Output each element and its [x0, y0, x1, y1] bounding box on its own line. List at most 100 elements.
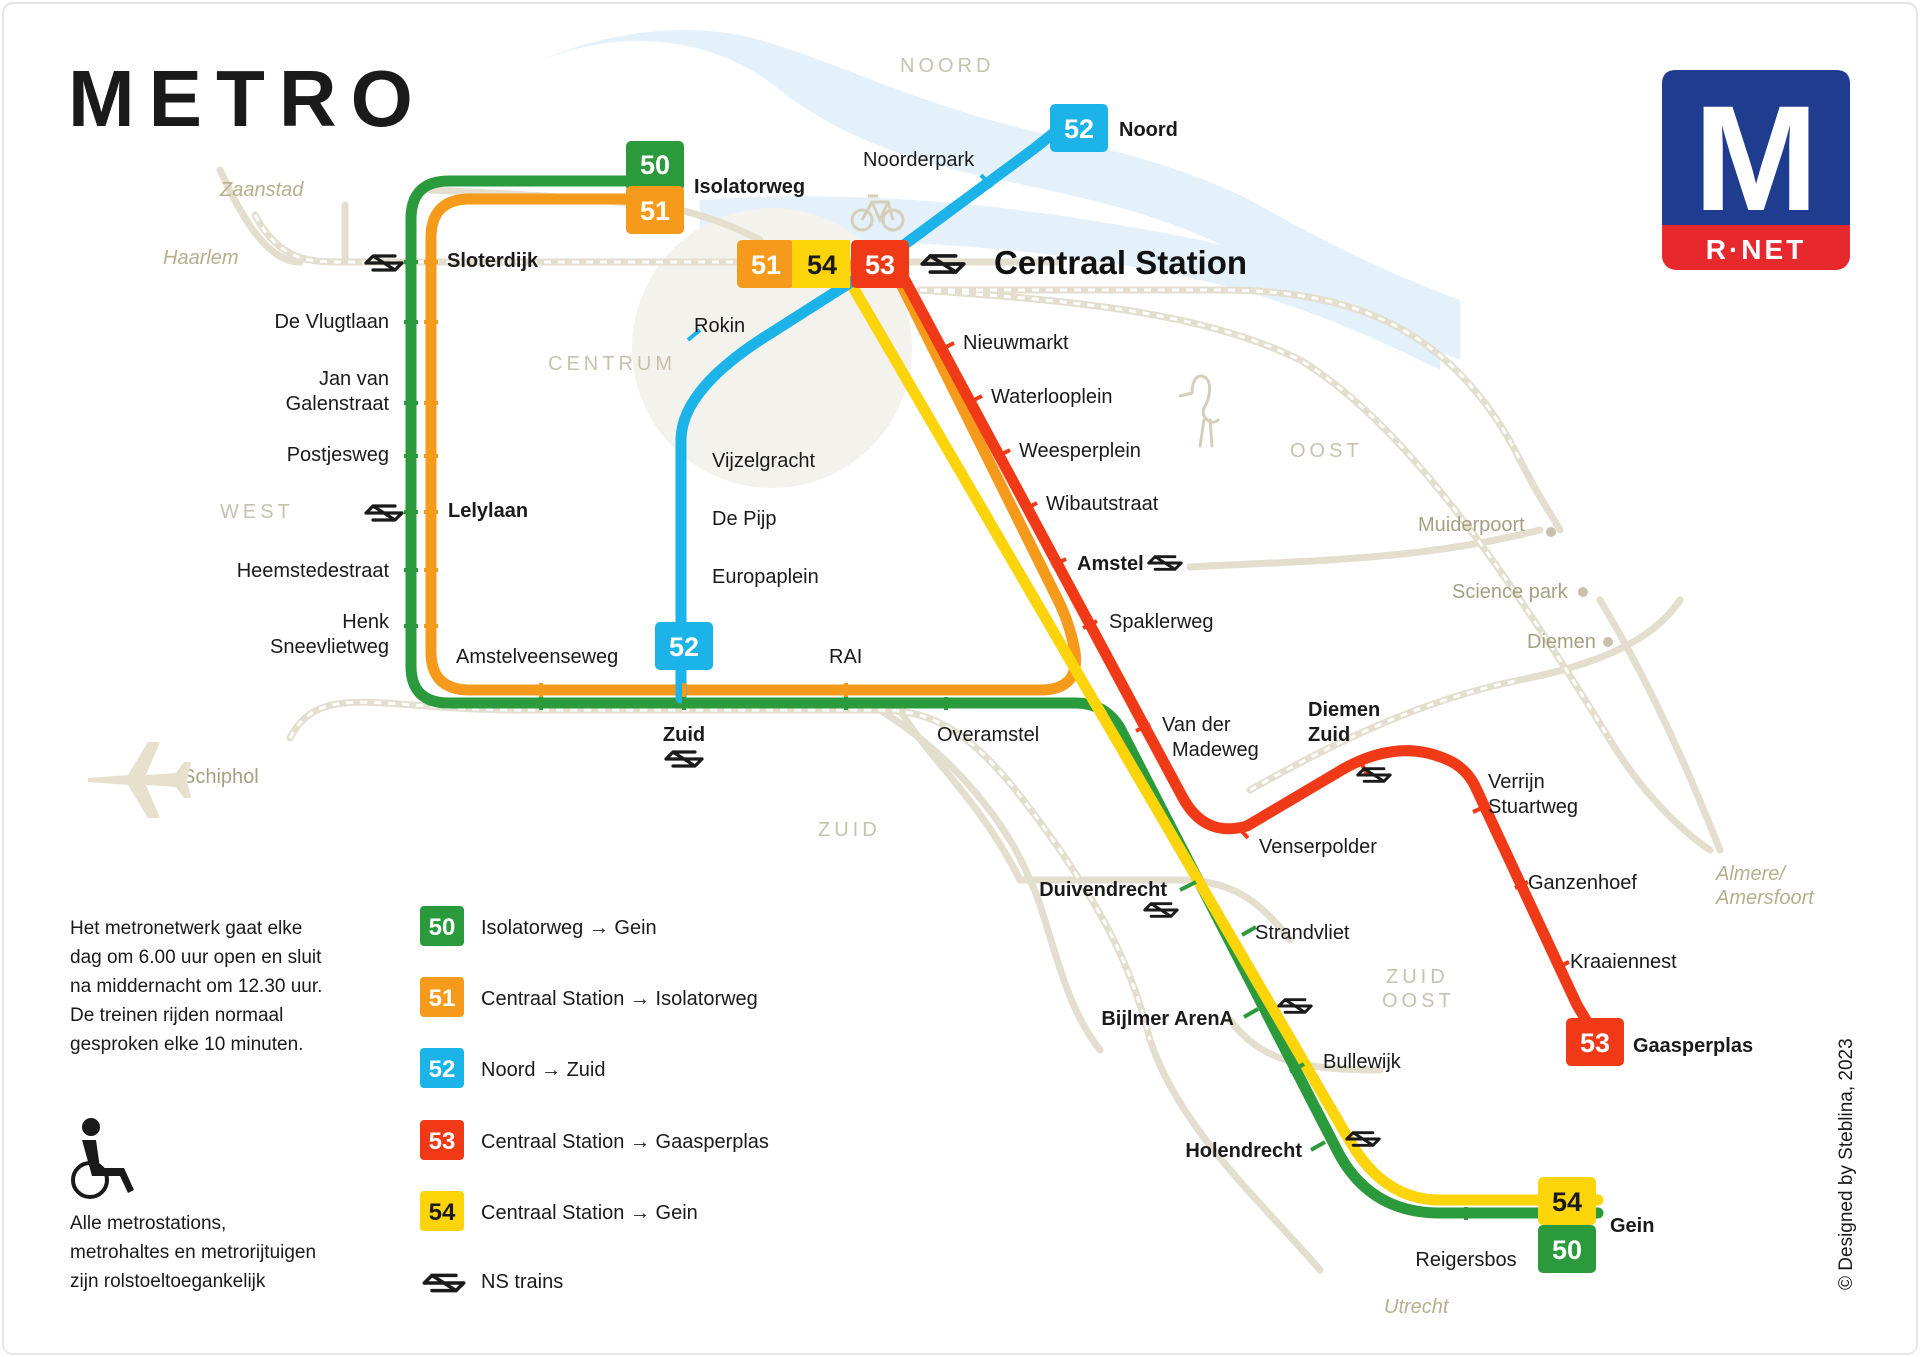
station-amstelveenseweg: Amstelveenseweg [456, 646, 618, 668]
bicycle-icon [850, 194, 905, 232]
station-tick [1289, 1062, 1305, 1074]
svg-text:Centraal Station → Gaasperplas: Centraal Station → Gaasperplas [481, 1131, 769, 1153]
station-bijlmer: Bijlmer ArenA [1101, 1008, 1234, 1030]
station-diemen-zuid-1: Diemen [1308, 699, 1380, 721]
station-jan-van-2: Galenstraat [286, 393, 390, 415]
svg-text:gesproken elke 10 minuten.: gesproken elke 10 minuten. [70, 1034, 303, 1055]
station-reigersbos: Reigersbos [1415, 1249, 1516, 1271]
district-zuidoost-1: ZUID [1386, 966, 1449, 988]
station-tick [967, 394, 983, 405]
station-lelylaan: Lelylaan [448, 500, 528, 522]
page-title: METRO [68, 54, 427, 143]
station-bullewijk: Bullewijk [1323, 1051, 1402, 1073]
rail-label-almere-2: Amersfoort [1715, 887, 1815, 909]
district-noord: NOORD [900, 55, 994, 77]
svg-text:51: 51 [640, 196, 670, 226]
station-jan-van-1: Jan van [319, 368, 389, 390]
station-tick [1241, 925, 1257, 937]
svg-text:53: 53 [1580, 1028, 1610, 1058]
rail-label-zaanstad: Zaanstad [219, 179, 304, 201]
station-tick [939, 341, 955, 352]
station-strandvliet: Strandvliet [1255, 922, 1350, 944]
station-diemen-zuid-2: Zuid [1308, 724, 1350, 746]
svg-text:54: 54 [1552, 1187, 1582, 1217]
station-henk-1: Henk [342, 611, 390, 633]
svg-text:Alle metrostations,: Alle metrostations, [70, 1213, 226, 1234]
station-henk-2: Sneevlietweg [270, 636, 389, 658]
station-nieuwmarkt: Nieuwmarkt [963, 332, 1069, 354]
station-wibautstraat: Wibautstraat [1046, 493, 1159, 515]
station-kraaiennest: Kraaiennest [1570, 951, 1677, 973]
station-isolatorweg: Isolatorweg [694, 176, 805, 198]
badge-zuid: 52 [655, 622, 713, 670]
svg-text:52: 52 [1064, 114, 1094, 144]
station-tick [979, 173, 994, 189]
station-amstel: Amstel [1077, 553, 1144, 575]
station-tick [1179, 880, 1197, 892]
heron-icon [1178, 374, 1220, 448]
district-west: WEST [220, 501, 294, 523]
station-tick [1235, 824, 1250, 840]
station-spaklerweg: Spaklerweg [1109, 611, 1214, 633]
station-de-pijp: De Pijp [712, 508, 776, 530]
rnet-logo: M R·NET [1662, 70, 1850, 270]
station-gaasperplas: Gaasperplas [1633, 1035, 1753, 1057]
badge-isolatorweg: 50 51 [626, 141, 684, 234]
station-postjesweg: Postjesweg [287, 444, 389, 466]
logo-subtitle: R·NET [1706, 234, 1807, 265]
svg-text:53: 53 [429, 1128, 456, 1155]
station-heemstedestraat: Heemstedestraat [237, 560, 390, 582]
station-noord: Noord [1119, 119, 1178, 141]
station-gein: Gein [1610, 1215, 1654, 1237]
svg-text:52: 52 [429, 1056, 456, 1083]
station-tick [1051, 557, 1067, 568]
station-zuid: Zuid [663, 724, 705, 746]
svg-text:51: 51 [751, 250, 781, 280]
line-50-route [405, 175, 1604, 1219]
svg-text:Isolatorweg → Gein: Isolatorweg → Gein [481, 917, 657, 939]
svg-text:50: 50 [429, 914, 456, 941]
district-zuid: ZUID [818, 819, 881, 841]
district-labels: NOORD WEST CENTRUM OOST ZUID ZUID OOST [220, 55, 1451, 1012]
svg-text:53: 53 [865, 250, 895, 280]
info-text: Het metronetwerk gaat elke dag om 6.00 u… [70, 918, 322, 1055]
station-duivendrecht: Duivendrecht [1039, 879, 1167, 901]
svg-text:51: 51 [429, 985, 456, 1012]
station-van-der-1: Van der [1162, 714, 1231, 736]
svg-text:Centraal Station → Gein: Centraal Station → Gein [481, 1202, 698, 1224]
station-labels: Isolatorweg Noord Noorderpark Centraal S… [237, 119, 1753, 1271]
district-centrum: CENTRUM [548, 353, 676, 375]
badge-gein: 54 50 [1538, 1177, 1596, 1273]
svg-text:50: 50 [1552, 1235, 1582, 1265]
station-tick [1022, 501, 1038, 512]
svg-text:54: 54 [807, 250, 837, 280]
station-tick [1310, 1140, 1326, 1152]
district-oost: OOST [1290, 440, 1363, 462]
station-sloterdijk: Sloterdijk [447, 250, 539, 272]
accessibility-text: Alle metrostations, metrohaltes en metro… [70, 1213, 316, 1292]
station-van-der-2: Madeweg [1172, 739, 1259, 761]
svg-text:metrohaltes en metrorijtuigen: metrohaltes en metrorijtuigen [70, 1242, 316, 1263]
station-rai: RAI [829, 646, 862, 668]
line-badges: 50 51 52 51 54 53 52 53 54 50 [626, 104, 1624, 1273]
airplane-icon [88, 742, 191, 818]
station-rokin: Rokin [694, 315, 745, 337]
station-venserpolder: Venserpolder [1259, 836, 1377, 858]
rail-label-science-park: Science park [1452, 581, 1569, 603]
legend-item-54: 54 Centraal Station → Gein [420, 1191, 698, 1231]
rail-label-muiderpoort: Muiderpoort [1418, 514, 1525, 536]
station-dot-science-park [1578, 587, 1588, 597]
line-52-route-main [675, 122, 1066, 704]
legend-item-53: 53 Centraal Station → Gaasperplas [420, 1120, 769, 1160]
rail-label-haarlem: Haarlem [163, 247, 239, 269]
station-dot-diemen [1603, 637, 1613, 647]
station-vijzelgracht: Vijzelgracht [712, 450, 815, 472]
svg-text:50: 50 [640, 150, 670, 180]
station-tick [686, 328, 702, 342]
credit-text: © Designed by Steblina, 2023 [1836, 1038, 1857, 1290]
svg-text:Het metronetwerk gaat elke: Het metronetwerk gaat elke [70, 918, 302, 939]
station-overamstel: Overamstel [937, 724, 1039, 746]
station-tick [1082, 619, 1098, 630]
rail-labels: Zaanstad Haarlem Schiphol Muiderpoort Sc… [163, 179, 1815, 1318]
